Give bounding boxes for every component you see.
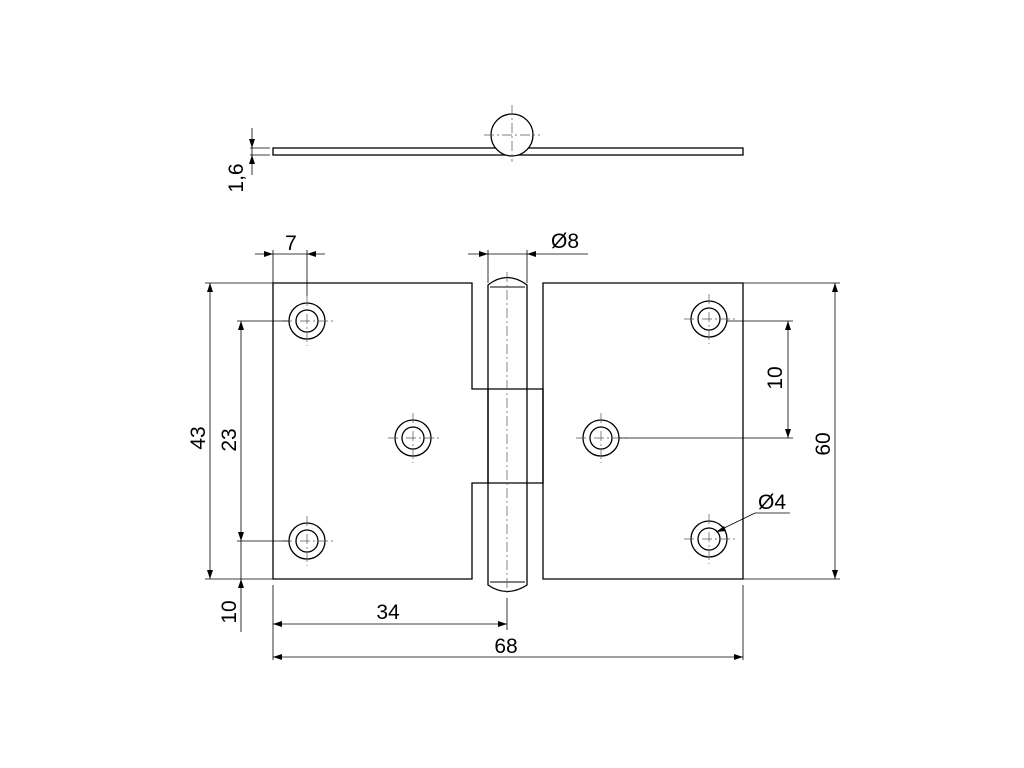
- hole-spacing-short-label: 10: [764, 366, 787, 389]
- dim-hole-spacing-short: [619, 320, 793, 439]
- hinge-front-view: [272, 272, 744, 596]
- dim-half-width: [272, 585, 508, 660]
- dim-height-total: [743, 282, 840, 580]
- dim-hole-diameter: [715, 512, 790, 533]
- dim-total-width: [273, 585, 744, 660]
- dim-hole-spacing-left: [237, 320, 289, 542]
- hole-diameter-label: Ø4: [758, 491, 786, 514]
- dim-pin-diameter: [468, 250, 588, 283]
- right-knuckle: [527, 388, 544, 484]
- hole-edge-offset-label: 7: [285, 232, 297, 255]
- hole-spacing-left-label: 23: [218, 428, 241, 451]
- dim-bottom-offset: [238, 541, 244, 632]
- arrow: [249, 139, 255, 148]
- bottom-offset-label: 10: [218, 600, 241, 623]
- hole-bottom-right: [684, 514, 738, 564]
- hinge-edge-view: [249, 105, 744, 175]
- hole-top-left: [282, 296, 336, 346]
- dim-hole-edge-offset: [255, 250, 325, 296]
- arrow: [249, 155, 255, 164]
- thickness-label: 1,6: [225, 163, 248, 192]
- height-total-label: 60: [812, 432, 835, 455]
- hole-bottom-left: [282, 516, 336, 566]
- dim-height-left: [205, 282, 273, 580]
- hole-top-right: [684, 294, 738, 344]
- mounting-holes: [282, 294, 738, 566]
- pin-diameter-label: Ø8: [551, 230, 579, 253]
- right-leaf: [542, 282, 744, 580]
- half-width-label: 34: [376, 601, 400, 624]
- height-left-label: 43: [187, 426, 210, 449]
- hole-center-left: [388, 413, 442, 463]
- total-width-label: 68: [494, 635, 517, 658]
- hinge-pin: [487, 276, 528, 593]
- left-leaf: [272, 282, 489, 580]
